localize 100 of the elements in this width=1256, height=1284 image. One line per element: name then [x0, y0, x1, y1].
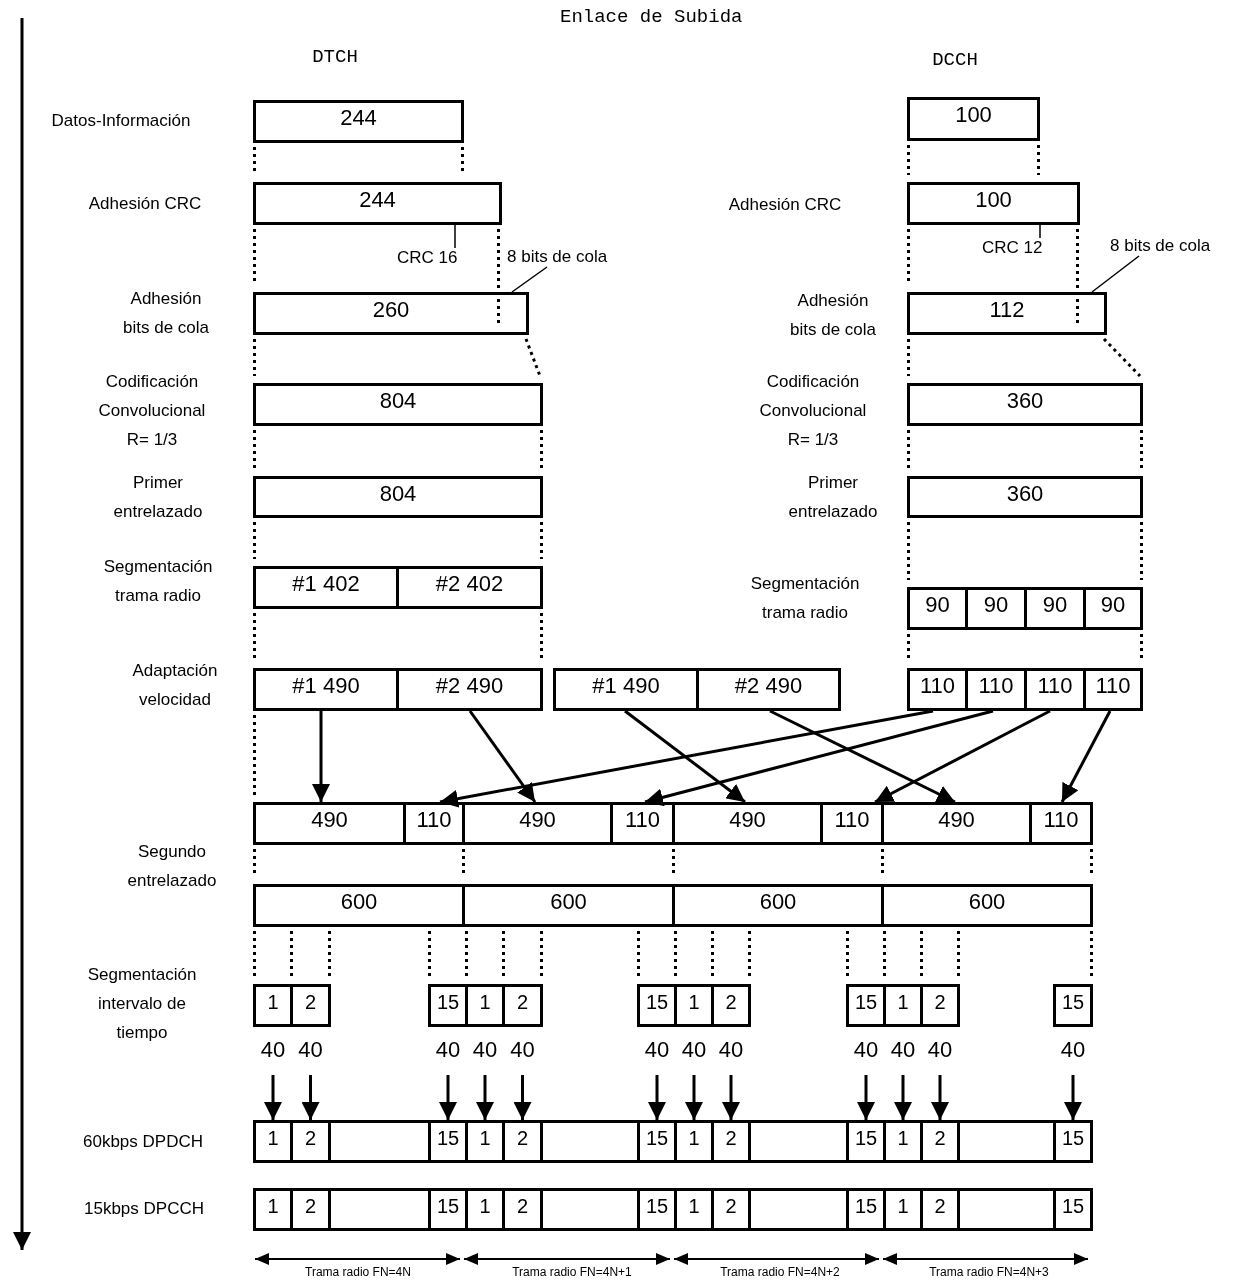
bit-field-box: 15: [1053, 1120, 1093, 1163]
time-slot-box: 15: [637, 984, 677, 1027]
bit-field-box: 804: [253, 383, 543, 426]
bit-field-box: 90: [907, 587, 968, 630]
bit-field-box: 110: [610, 802, 675, 845]
bit-count-label: 40: [510, 1038, 535, 1062]
arrow: [312, 711, 330, 802]
bit-field-box: 15: [637, 1120, 677, 1163]
dimension-label: Trama radio FN=4N+1: [512, 1264, 632, 1280]
bit-field-box: 2: [711, 1120, 751, 1163]
bit-field-box: 1: [674, 1120, 714, 1163]
bit-field-box: 15: [428, 1120, 468, 1163]
row-label: Adhesión bits de cola: [789, 290, 877, 341]
bit-field-box: 360: [907, 383, 1143, 426]
row-label: Segmentación intervalo de tiempo: [86, 964, 198, 1044]
row-label: Datos-Información: [51, 110, 191, 132]
leader-line: [454, 224, 456, 249]
arrow: [439, 709, 934, 808]
bit-field-box: #1 490: [553, 668, 699, 711]
time-slot-box: 15: [1053, 984, 1093, 1027]
bit-field-box: 1: [253, 1188, 293, 1231]
bit-field-box: #2 490: [696, 668, 841, 711]
dimension-label: Trama radio FN=4N: [305, 1264, 411, 1280]
row-label: 60kbps DPDCH: [83, 1131, 203, 1153]
arrow: [644, 709, 994, 807]
diagram-title: Enlace de Subida: [560, 6, 743, 28]
bit-field-box: 600: [672, 884, 884, 927]
bit-field-box: 2: [920, 1120, 960, 1163]
arrow: [648, 1075, 666, 1120]
bit-field-box: 2: [290, 1188, 331, 1231]
bit-field-box: #1 490: [253, 668, 399, 711]
arrow: [722, 1075, 740, 1120]
arrow: [1060, 710, 1112, 803]
row-label: Primer entrelazado: [112, 472, 204, 523]
bit-field-box: 1: [253, 1120, 293, 1163]
bit-field-box: #1 402: [253, 566, 399, 609]
bit-field-box: 1: [883, 1188, 923, 1231]
empty-slot-box: [748, 1188, 849, 1231]
arrow: [685, 1075, 703, 1120]
bit-field-box: 2: [711, 1188, 751, 1231]
bit-field-box: 490: [672, 802, 823, 845]
bit-count-label: 40: [681, 1038, 707, 1062]
bit-field-box: 2: [502, 1120, 543, 1163]
bit-field-box: 110: [965, 668, 1027, 711]
bit-field-box: #2 490: [396, 668, 543, 711]
bit-count-label: 40: [853, 1038, 879, 1062]
row-label: Adhesión CRC: [88, 193, 202, 215]
empty-slot-box: [957, 1188, 1056, 1231]
time-slot-box: 1: [253, 984, 293, 1027]
bit-field-box: 260: [253, 292, 529, 335]
leader-line: [511, 266, 548, 293]
time-slot-box: 1: [465, 984, 505, 1027]
bit-field-box: 490: [253, 802, 406, 845]
bit-field-box: 100: [907, 182, 1080, 225]
bit-field-box: 15: [1053, 1188, 1093, 1231]
empty-slot-box: [957, 1120, 1056, 1163]
bit-field-box: 110: [1029, 802, 1093, 845]
bit-field-box: 110: [820, 802, 884, 845]
bit-field-box: 1: [674, 1188, 714, 1231]
bit-count-label: 40: [644, 1038, 670, 1062]
bit-field-box: 110: [1024, 668, 1086, 711]
bit-field-box: 600: [253, 884, 465, 927]
bit-field-box: 15: [428, 1188, 468, 1231]
bit-field-box: 2: [920, 1188, 960, 1231]
arrow: [857, 1075, 875, 1120]
row-label: Adaptación velocidad: [131, 660, 219, 711]
bit-field-box: 1: [465, 1188, 505, 1231]
arrow: [301, 1075, 320, 1120]
arrow: [264, 1075, 282, 1120]
arrow: [1064, 1075, 1082, 1120]
bit-field-box: 90: [965, 587, 1027, 630]
annotation-text: 8 bits de cola: [507, 247, 608, 267]
dimension-label: Trama radio FN=4N+2: [720, 1264, 840, 1280]
bit-field-box: 360: [907, 476, 1143, 518]
bit-count-label: 40: [718, 1038, 744, 1062]
time-slot-box: 1: [674, 984, 714, 1027]
channel-heading: DCCH: [932, 48, 978, 73]
bit-count-label: 40: [890, 1038, 916, 1062]
empty-slot-box: [328, 1188, 431, 1231]
empty-slot-box: [540, 1188, 640, 1231]
row-label: 15kbps DPCCH: [84, 1198, 204, 1220]
arrow: [468, 710, 537, 803]
bit-field-box: 90: [1024, 587, 1086, 630]
bit-field-box: 90: [1083, 587, 1143, 630]
bit-field-box: 110: [907, 668, 968, 711]
bit-field-box: 112: [907, 292, 1107, 335]
bit-count-label: 40: [298, 1038, 323, 1062]
leader-line: [1039, 224, 1041, 239]
time-slot-box: 2: [290, 984, 331, 1027]
channel-heading: DTCH: [312, 45, 358, 70]
row-label: Segundo entrelazado: [126, 841, 218, 892]
bit-field-box: #2 402: [396, 566, 543, 609]
arrow: [931, 1075, 949, 1120]
bit-field-box: 110: [1083, 668, 1143, 711]
row-label: Adhesión bits de cola: [122, 288, 210, 339]
time-slot-box: 15: [428, 984, 468, 1027]
annotation-text: CRC 12: [982, 238, 1043, 258]
arrow: [476, 1075, 494, 1120]
empty-slot-box: [748, 1120, 849, 1163]
bit-count-label: 40: [435, 1038, 461, 1062]
